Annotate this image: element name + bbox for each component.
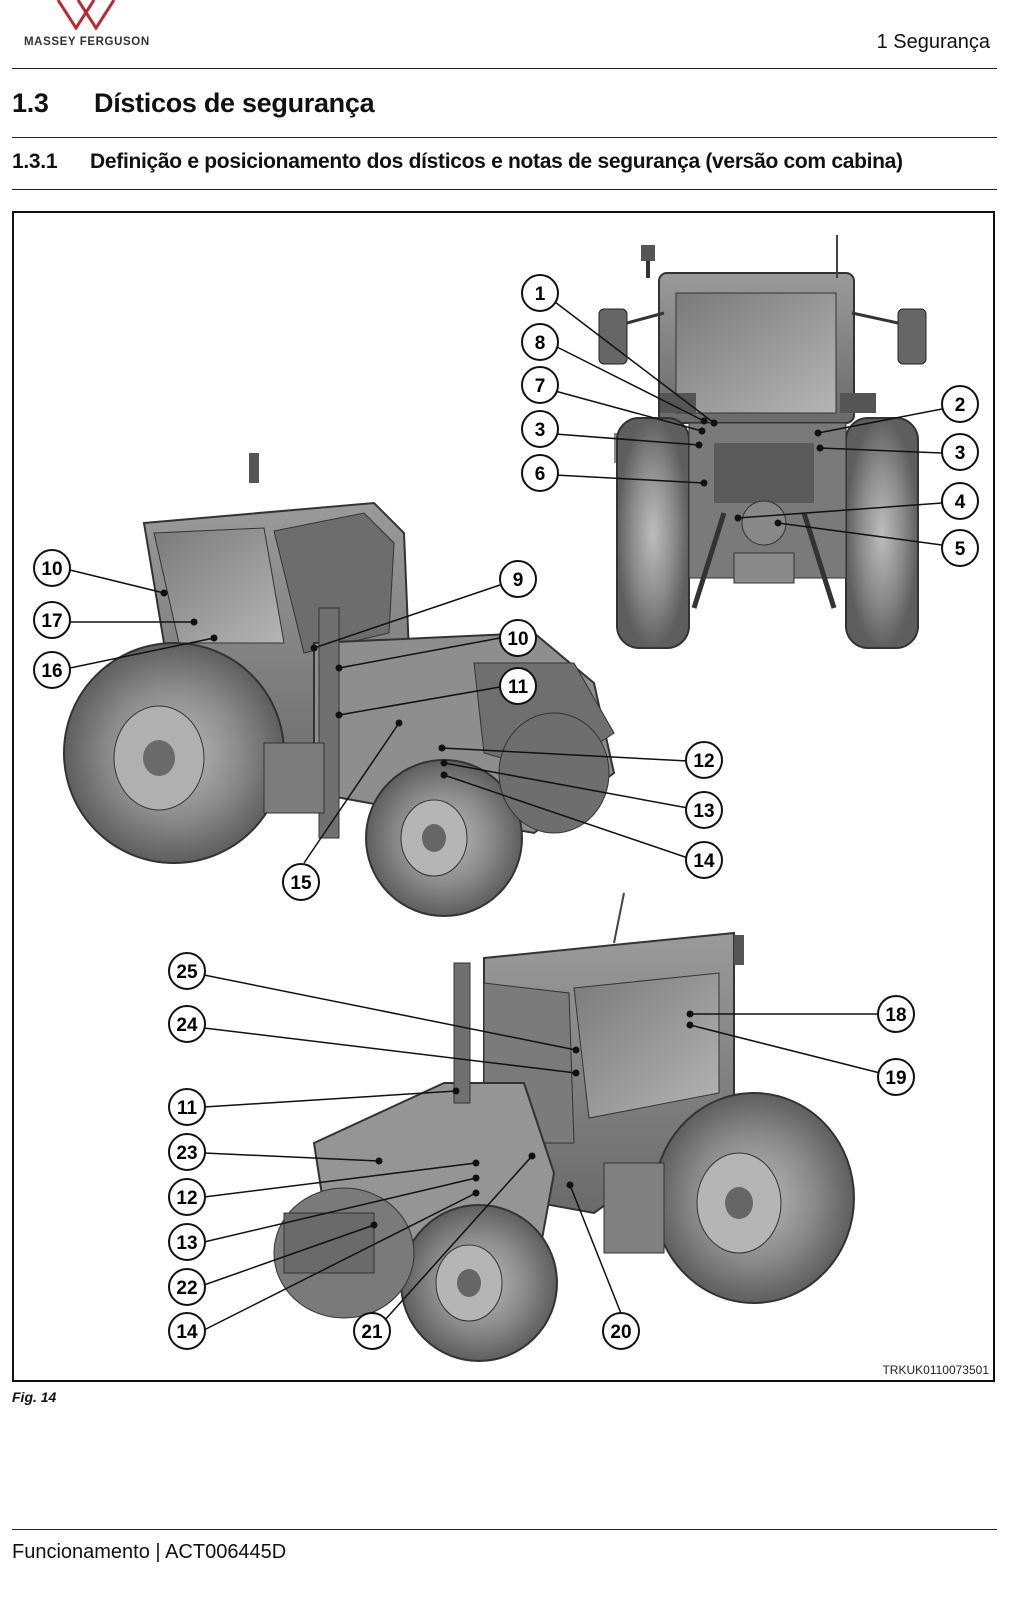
header-divider: [12, 68, 997, 69]
callout-8: 8: [521, 323, 559, 361]
svg-text:3: 3: [535, 420, 546, 441]
callout-13-right: 13: [168, 1223, 206, 1261]
callout-20: 20: [602, 1312, 640, 1350]
triple-triangle-logo-icon: [56, 0, 116, 31]
tractor-left-view: [63, 453, 616, 917]
subsection-number: 1.3.1: [12, 150, 58, 173]
callout-14-left: 14: [685, 841, 723, 879]
callout-18: 18: [877, 995, 915, 1033]
svg-text:10: 10: [507, 629, 528, 650]
svg-text:12: 12: [693, 751, 714, 772]
svg-text:6: 6: [535, 464, 546, 485]
callout-leaders: [69, 301, 943, 1331]
section-heading: 1.3 Dísticos de segurança: [12, 88, 375, 119]
page-header: MASSEY FERGUSON 1 Segurança: [0, 0, 1028, 70]
svg-text:19: 19: [885, 1068, 906, 1089]
svg-text:21: 21: [361, 1322, 383, 1343]
tractor-decal-figure: 1 8 7 3 6 2 3 4 5 10 17 16 9 10 11 12 13…: [12, 211, 995, 1382]
callout-4: 4: [941, 482, 979, 520]
svg-text:18: 18: [885, 1005, 906, 1026]
section-divider: [12, 137, 997, 138]
callout-12-right: 12: [168, 1178, 206, 1216]
section-number: 1.3: [12, 88, 49, 118]
callout-3-rear-right: 3: [941, 433, 979, 471]
callout-1: 1: [521, 274, 559, 312]
callout-5: 5: [941, 529, 979, 567]
svg-text:25: 25: [176, 962, 198, 983]
callout-17: 17: [33, 601, 71, 639]
callout-16: 16: [33, 651, 71, 689]
svg-text:13: 13: [176, 1233, 197, 1254]
svg-text:20: 20: [610, 1322, 631, 1343]
callout-25: 25: [168, 952, 206, 990]
callout-14-right: 14: [168, 1312, 206, 1350]
subsection-title: Definição e posicionamento dos dísticos …: [90, 150, 903, 173]
svg-text:3: 3: [955, 443, 966, 464]
svg-text:17: 17: [41, 611, 62, 632]
callout-bubbles: 1 8 7 3 6 2 3 4 5 10 17 16 9 10 11 12 13…: [33, 274, 979, 1350]
figure-code: TRKUK0110073501: [882, 1363, 989, 1377]
svg-text:15: 15: [290, 873, 312, 894]
callout-12-left: 12: [685, 741, 723, 779]
callout-22: 22: [168, 1268, 206, 1306]
tractor-illustrations: 1 8 7 3 6 2 3 4 5 10 17 16 9 10 11 12 13…: [33, 235, 979, 1362]
callout-21: 21: [353, 1312, 391, 1350]
callout-11-left: 11: [499, 667, 537, 705]
brand-name: MASSEY FERGUSON: [24, 36, 150, 48]
svg-text:14: 14: [176, 1322, 198, 1343]
svg-text:11: 11: [177, 1098, 198, 1119]
callout-15: 15: [282, 863, 320, 901]
figure-caption: Fig. 14: [12, 1389, 57, 1405]
massey-ferguson-logo: MASSEY FERGUSON: [24, 0, 174, 52]
callout-13-left: 13: [685, 791, 723, 829]
subsection-divider: [12, 189, 997, 190]
svg-text:8: 8: [535, 333, 546, 354]
callout-anchor-dots: [160, 417, 824, 1229]
callout-24: 24: [168, 1005, 206, 1043]
svg-text:10: 10: [41, 559, 62, 580]
svg-text:2: 2: [955, 395, 966, 416]
callout-23: 23: [168, 1133, 206, 1171]
subsection-heading: 1.3.1 Definição e posicionamento dos díst…: [12, 150, 903, 174]
chapter-title: 1 Segurança: [876, 31, 990, 53]
svg-text:16: 16: [41, 661, 62, 682]
svg-text:24: 24: [176, 1015, 198, 1036]
svg-text:7: 7: [535, 376, 546, 397]
callout-3-rear-left: 3: [521, 410, 559, 448]
svg-text:11: 11: [508, 677, 529, 698]
svg-text:22: 22: [176, 1278, 197, 1299]
svg-text:23: 23: [176, 1143, 197, 1164]
svg-text:5: 5: [955, 539, 966, 560]
footer-text: Funcionamento | ACT006445D: [12, 1541, 287, 1563]
callout-6: 6: [521, 454, 559, 492]
callout-2: 2: [941, 385, 979, 423]
tractor-right-view: [273, 892, 855, 1362]
callout-10-left: 10: [33, 549, 71, 587]
callout-9: 9: [499, 560, 537, 598]
footer-divider: [12, 1529, 997, 1530]
callout-19: 19: [877, 1058, 915, 1096]
svg-text:9: 9: [513, 570, 524, 591]
svg-text:13: 13: [693, 801, 714, 822]
svg-text:14: 14: [693, 851, 715, 872]
callout-11-right: 11: [168, 1088, 206, 1126]
svg-text:4: 4: [955, 492, 966, 513]
svg-text:1: 1: [535, 284, 546, 305]
section-title: Dísticos de segurança: [94, 88, 375, 118]
callout-10-right: 10: [499, 619, 537, 657]
callout-7: 7: [521, 366, 559, 404]
svg-text:12: 12: [176, 1188, 197, 1209]
